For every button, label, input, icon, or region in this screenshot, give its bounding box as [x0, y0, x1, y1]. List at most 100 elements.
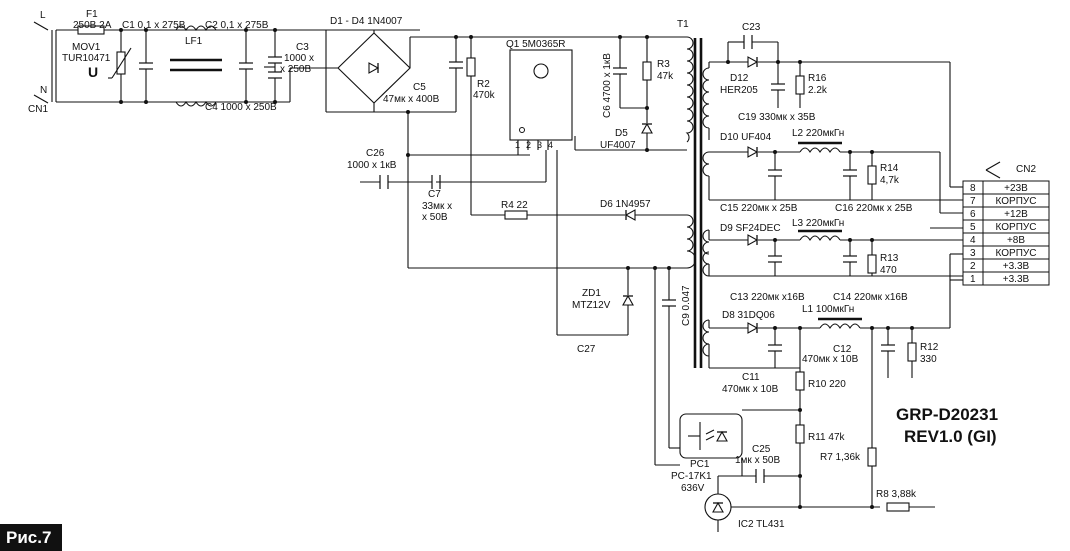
label-q1-pin3: 3 [537, 140, 542, 150]
board-title-line1: GRP-D20231 [896, 405, 998, 424]
cn2-pin-number: 8 [970, 183, 976, 194]
fuse-f1 [77, 25, 105, 35]
label-d9: D9 SF24DEC [720, 223, 781, 234]
capacitor-c6 [612, 67, 628, 75]
label-r13-ref: R13 [880, 253, 899, 264]
cn2-pin-label: +3.3В [1003, 261, 1030, 272]
label-c26-ref: C26 [366, 148, 385, 159]
zener-zd1 [622, 295, 634, 306]
diode-d6 [625, 209, 636, 221]
capacitor-c16 [842, 169, 858, 177]
inductor-l1 [819, 323, 861, 330]
label-c27: C27 [577, 344, 596, 355]
label-d6: D6 1N4957 [600, 199, 651, 210]
label-c19: C19 330мк х 35В [738, 112, 816, 123]
cn2-pin-number: 6 [970, 209, 976, 220]
capacitor-c25 [755, 468, 765, 484]
label-f1-value: 250В 2А [73, 20, 112, 31]
capacitor-c13 [767, 255, 783, 263]
label-input-l: L [40, 10, 46, 21]
label-cn1: CN1 [28, 104, 48, 115]
label-c16: C16 220мк х 25В [835, 203, 913, 214]
optocoupler-pc1 [679, 413, 743, 459]
label-c7-v1: 33мк х [422, 201, 452, 212]
label-q1: Q1 5M0365R [506, 39, 565, 50]
input-section [33, 21, 420, 107]
label-c25-ref: C25 [752, 444, 771, 455]
label-c2: C2 0,1 х 275В [205, 20, 269, 31]
cn2-pin-label: +23В [1004, 183, 1028, 194]
resistor-r14 [867, 165, 877, 185]
label-r3-value: 47k [657, 71, 674, 82]
label-r16-ref: R16 [808, 73, 827, 84]
label-d1-d4: D1 - D4 1N4007 [330, 16, 403, 27]
cn2-pin-number: 4 [970, 235, 976, 246]
label-q1-pin1: 1 [515, 140, 520, 150]
cn2-pin-row: 1 +3.3В [962, 271, 1050, 286]
secondary-23v [708, 34, 963, 188]
label-c26-value: 1000 х 1кВ [347, 160, 397, 171]
label-q1-pin4: 4 [548, 140, 553, 150]
resistor-r13 [867, 254, 877, 274]
diode-d8 [747, 322, 758, 334]
label-r12-value: 330 [920, 354, 937, 365]
common-mode-choke-lf1 [170, 25, 222, 107]
label-r2-value: 470k [473, 90, 496, 101]
label-d10: D10 UF404 [720, 132, 772, 143]
label-zd1-value: MTZ12V [572, 300, 611, 311]
label-pc1-ref: PC1 [690, 459, 710, 470]
label-c5-ref: C5 [413, 82, 426, 93]
label-input-n: N [40, 85, 47, 96]
label-l3: L3 220мкГн [792, 218, 844, 229]
label-c15: C15 220мк х 25В [720, 203, 798, 214]
secondary-8v [708, 227, 963, 277]
label-mov1-value: TUR10471 [62, 53, 111, 64]
label-u-mark: U [88, 64, 98, 80]
label-c7-v2: х 50В [422, 212, 448, 223]
label-c11-value: 470мк х 10В [722, 384, 779, 395]
label-d8: D8 31DQ06 [722, 310, 775, 321]
label-q1-pin2: 2 [526, 140, 531, 150]
capacitor-c9 [661, 299, 677, 307]
label-l2: L2 220мкГн [792, 128, 844, 139]
capacitor-c14 [842, 255, 858, 263]
cn2-pin-number: 1 [970, 274, 976, 285]
feedback-section [655, 409, 935, 532]
cn2-pin-row: 4+8В [962, 232, 1050, 247]
label-lf1: LF1 [185, 36, 203, 47]
cn2-pin-label: +3.3В [1003, 274, 1030, 285]
cn2-pin-label: КОРПУС [996, 248, 1037, 259]
label-l1: L1 100мкГн [802, 304, 854, 315]
capacitor-c2 [238, 62, 254, 70]
label-c14: C14 220мк х16В [833, 292, 908, 303]
label-c25-value: 1мк х 50В [735, 455, 780, 466]
label-c7-ref: C7 [428, 189, 441, 200]
label-r4: R4 22 [501, 200, 528, 211]
capacitor-c1 [138, 62, 154, 70]
resistor-r7 [867, 447, 877, 467]
diode-d10 [747, 146, 758, 158]
capacitor-c12 [880, 344, 896, 352]
cn2-pin-label: КОРПУС [996, 222, 1037, 233]
label-r3-ref: R3 [657, 59, 670, 70]
inductor-l3 [799, 235, 841, 242]
label-cn2: CN2 [1016, 164, 1036, 175]
resistor-r12 [907, 342, 917, 362]
label-t1: T1 [677, 19, 689, 30]
label-mov1-ref: MOV1 [72, 42, 101, 53]
resistor-r3 [642, 61, 652, 81]
label-c5-value: 47мк х 400В [383, 94, 440, 105]
label-c9: C9 0.047 [681, 285, 692, 326]
label-zd1-ref: ZD1 [582, 288, 601, 299]
label-c3-v2: х 250В [280, 64, 311, 75]
label-c3-v1: 1000 х [284, 53, 314, 64]
capacitor-c11 [767, 344, 783, 352]
cn2-pin-row: 6+12В [962, 206, 1050, 221]
label-c12-value: 470мк х 10В [802, 354, 859, 365]
label-c1: C1 0,1 х 275В [122, 20, 186, 31]
label-c12-ref: C12 [833, 344, 852, 355]
label-d5-value: UF4007 [600, 140, 636, 151]
